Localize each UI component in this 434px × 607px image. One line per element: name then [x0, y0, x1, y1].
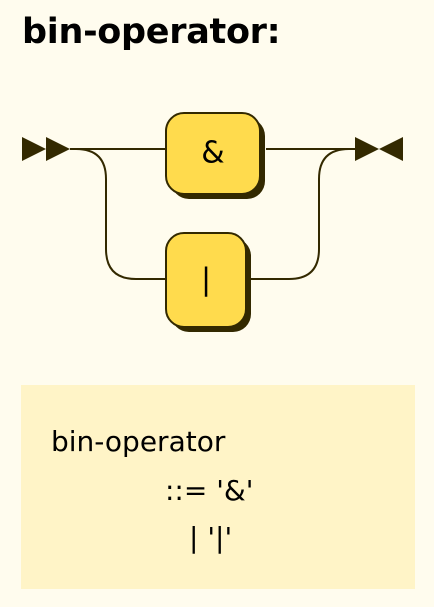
ebnf-rule-name: bin-operator — [51, 425, 226, 458]
terminal-pipe-label: | — [201, 263, 211, 298]
end-marker-icon — [355, 137, 403, 161]
terminal-ampersand: & — [165, 112, 265, 199]
terminal-pipe: | — [165, 232, 251, 332]
connector-lines — [70, 148, 355, 280]
terminal-ampersand-label: & — [201, 136, 224, 171]
rule-title: bin-operator: — [22, 12, 281, 52]
ebnf-second-alternative: | '|' — [189, 521, 233, 554]
ebnf-first-alternative: ::= '&' — [165, 474, 254, 507]
ebnf-definition-box: bin-operator ::= '&' | '|' — [21, 385, 415, 589]
railroad-diagram: & | — [22, 112, 403, 332]
start-marker-icon — [22, 137, 70, 161]
